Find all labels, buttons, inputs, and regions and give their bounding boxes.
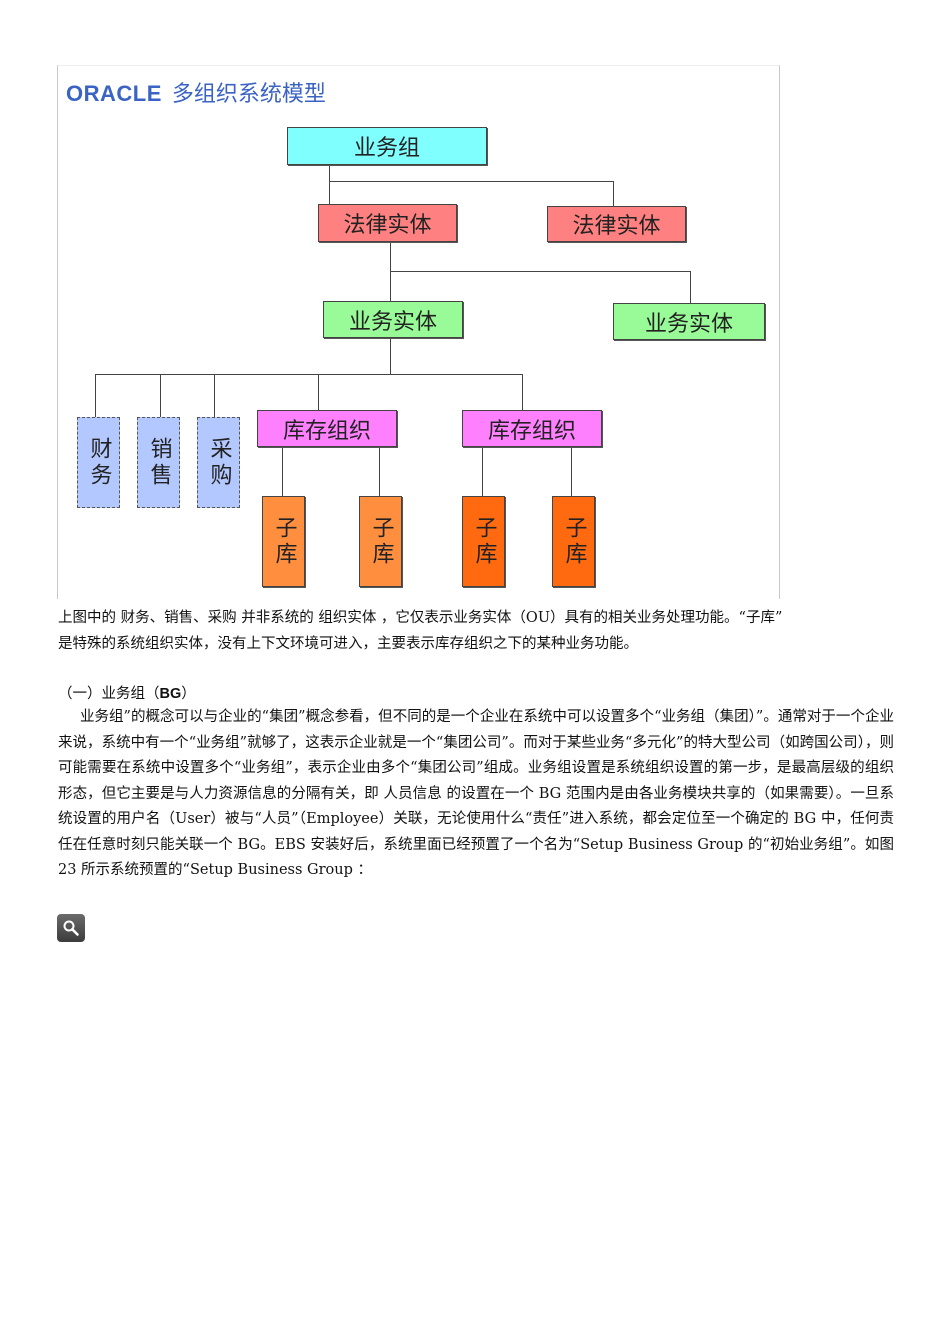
- node-operating-unit-2: 业务实体: [613, 303, 765, 340]
- connector: [160, 374, 161, 417]
- node-business-group: 业务组: [287, 127, 487, 165]
- node-purchasing: 采购: [197, 417, 240, 508]
- org-model-diagram: ORACLE 多组织系统模型 业务组 法律实体 法律实体 业务实体 业务实体 财务…: [57, 65, 780, 599]
- caption-line-1: 上图中的 财务、销售、采购 并非系统的 组织实体 ，它仅表示业务实体（OU）具有…: [58, 610, 783, 626]
- connector: [214, 374, 215, 417]
- caption-line-2: 是特殊的系统组织实体，没有上下文环境可进入，主要表示库存组织之下的某种业务功能。: [58, 635, 638, 652]
- section-heading-suffix: ）: [181, 686, 196, 702]
- node-inventory-org-2: 库存组织: [462, 410, 602, 447]
- node-finance: 财务: [77, 417, 120, 508]
- connector: [282, 446, 283, 496]
- node-subinventory-1: 子库: [262, 496, 305, 587]
- connector: [95, 374, 523, 375]
- connector: [522, 374, 523, 410]
- connector: [95, 374, 96, 417]
- connector: [329, 181, 614, 182]
- connector: [390, 242, 391, 302]
- connector: [390, 338, 391, 374]
- diagram-title-text: 多组织系统模型: [171, 82, 326, 107]
- section-heading: （一）业务组（BG）: [58, 682, 196, 703]
- section-heading-abbr: BG: [159, 686, 182, 702]
- node-inventory-org-1: 库存组织: [257, 410, 397, 447]
- node-subinventory-2: 子库: [359, 496, 402, 587]
- node-legal-entity-1: 法律实体: [318, 204, 457, 242]
- diagram-title: ORACLE 多组织系统模型: [66, 76, 326, 108]
- connector: [390, 271, 691, 272]
- node-subinventory-4: 子库: [552, 496, 595, 587]
- connector: [613, 181, 614, 206]
- caption-paragraph: 上图中的 财务、销售、采购 并非系统的 组织实体 ，它仅表示业务实体（OU）具有…: [58, 606, 894, 657]
- connector: [379, 446, 380, 496]
- connector: [318, 374, 319, 410]
- connector: [482, 446, 483, 496]
- body-paragraph-text: 业务组”的概念可以与企业的“集团”概念参看，但不同的是一个企业在系统中可以设置多…: [58, 709, 894, 878]
- node-operating-unit-1: 业务实体: [323, 301, 463, 338]
- node-legal-entity-2: 法律实体: [547, 206, 686, 242]
- zoom-button[interactable]: [57, 914, 85, 942]
- diagram-title-brand: ORACLE: [66, 81, 162, 106]
- body-paragraph: 业务组”的概念可以与企业的“集团”概念参看，但不同的是一个企业在系统中可以设置多…: [58, 705, 894, 884]
- connector: [690, 271, 691, 303]
- node-sales: 销售: [137, 417, 180, 508]
- magnifier-icon: [63, 920, 79, 936]
- section-heading-prefix: （一）业务组（: [58, 686, 160, 702]
- connector: [329, 164, 330, 204]
- node-subinventory-3: 子库: [462, 496, 505, 587]
- connector: [571, 446, 572, 496]
